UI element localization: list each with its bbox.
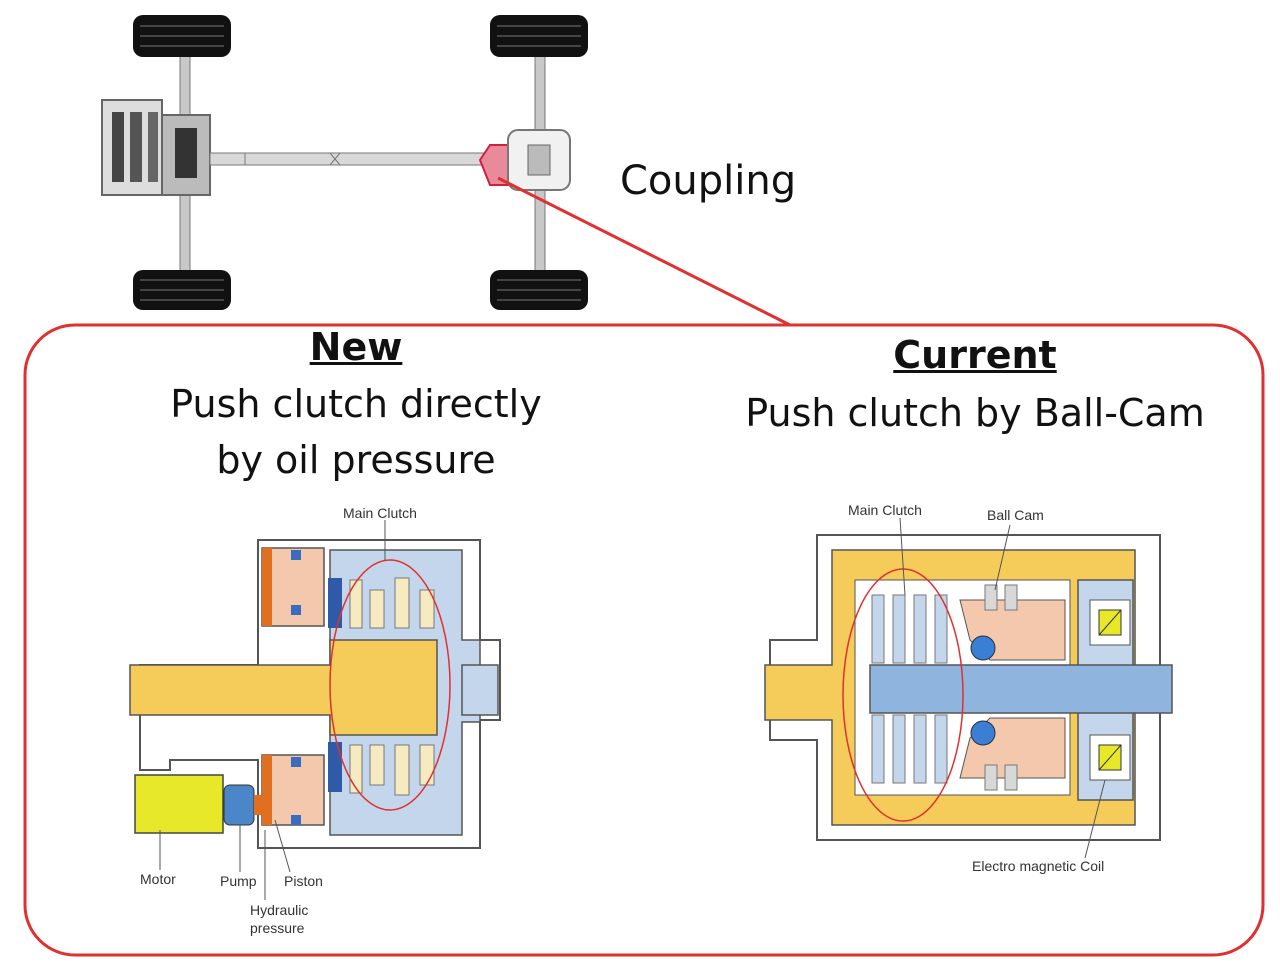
coupling-highlight: [478, 144, 509, 186]
ball-bottom: [970, 720, 996, 746]
pump-block: [223, 784, 255, 826]
rear-differential: [507, 129, 571, 191]
drivetrain-top-view: [101, 15, 588, 310]
new-line-1: Push clutch directly: [170, 382, 542, 426]
current-main-clutch-label: Main Clutch: [848, 502, 922, 518]
rear-right-wheel: [490, 270, 588, 310]
pump-label: Pump: [220, 873, 257, 889]
coupling-label: Coupling: [620, 158, 797, 204]
motor-block: [134, 774, 224, 834]
front-left-wheel: [133, 15, 231, 57]
new-main-clutch-label: Main Clutch: [343, 505, 417, 521]
propeller-shaft: [209, 152, 486, 166]
front-right-wheel: [133, 270, 231, 310]
new-heading: New: [309, 325, 403, 369]
coil-label: Electro magnetic Coil: [972, 858, 1105, 874]
motor-label: Motor: [140, 871, 176, 887]
new-coupling-diagram: [129, 520, 501, 900]
callout-line: [497, 176, 791, 327]
piston-label: Piston: [284, 873, 323, 889]
ball-top: [970, 635, 996, 661]
current-heading: Current: [893, 333, 1057, 377]
rear-left-wheel: [490, 15, 588, 57]
new-line-2: by oil pressure: [216, 438, 496, 482]
hydraulic-label-2: pressure: [250, 920, 305, 936]
engine-block: [101, 99, 211, 196]
ball-cam-label: Ball Cam: [987, 507, 1044, 523]
current-coupling-diagram: [764, 517, 1173, 859]
current-line-1: Push clutch by Ball-Cam: [745, 391, 1205, 435]
comparison-box: [23, 323, 1265, 957]
hydraulic-label-1: Hydraulic: [250, 902, 309, 918]
